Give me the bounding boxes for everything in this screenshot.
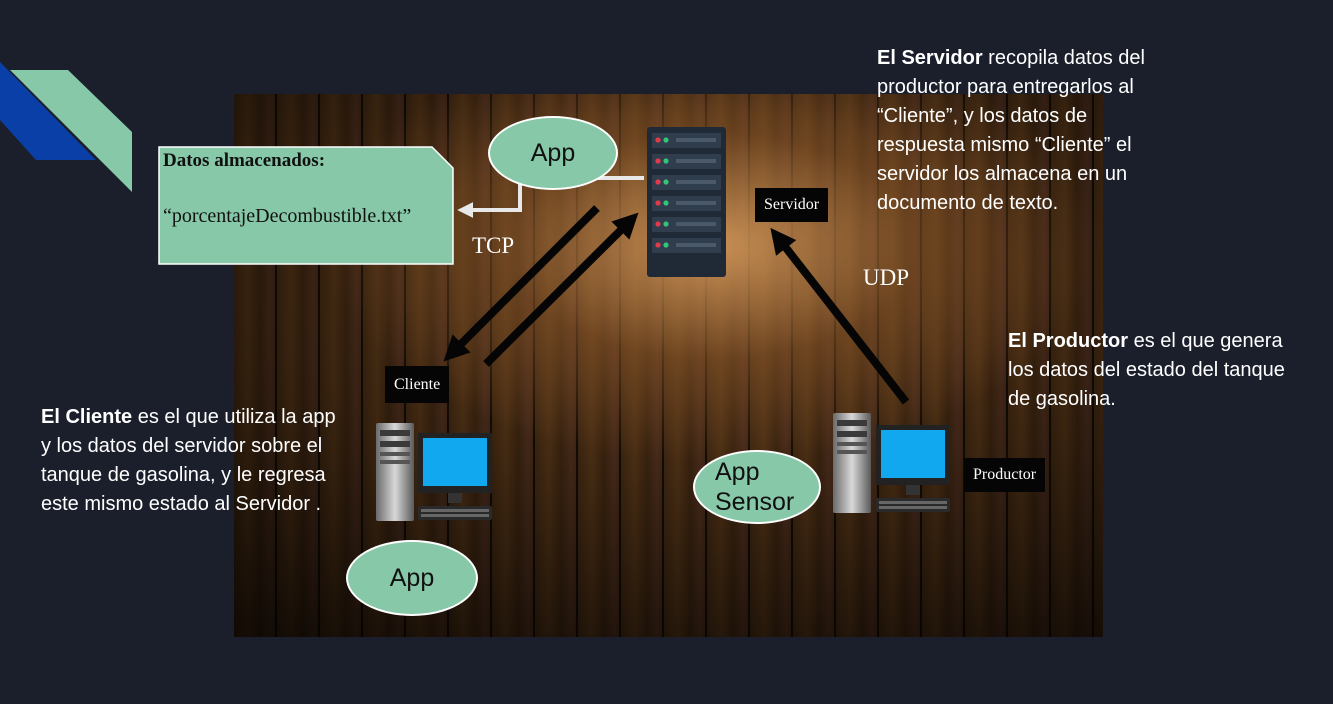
client-computer-icon bbox=[376, 423, 492, 521]
app-sensor-label-line2: Sensor bbox=[715, 488, 795, 516]
corner-decoration bbox=[0, 62, 132, 192]
app-bubble-server-label: App bbox=[530, 139, 576, 167]
app-sensor-bubble: App Sensor bbox=[693, 450, 821, 524]
producer-computer-icon bbox=[833, 413, 950, 513]
servidor-description-title: El Servidor bbox=[877, 47, 983, 69]
cliente-description-title: El Cliente bbox=[41, 406, 133, 428]
app-bubble-server: App bbox=[488, 116, 618, 190]
productor-tag: Productor bbox=[964, 458, 1046, 492]
cliente-tag: Cliente bbox=[385, 366, 450, 403]
tcp-arrow-to-server bbox=[483, 212, 639, 367]
note-filename: “porcentajeDecombustible.txt” bbox=[163, 205, 412, 227]
storage-note bbox=[158, 146, 454, 265]
app-sensor-label-line1: App bbox=[715, 458, 760, 486]
udp-label: UDP bbox=[863, 265, 910, 290]
productor-description-title: El Productor bbox=[1008, 330, 1129, 352]
servidor-description: El Servidor recopila datos del productor… bbox=[877, 44, 1167, 218]
cliente-description: El Cliente es el que utiliza la app y lo… bbox=[41, 403, 336, 519]
tcp-arrow-to-client bbox=[443, 205, 600, 362]
note-title: Datos almacenados: bbox=[163, 150, 326, 171]
tcp-label: TCP bbox=[472, 233, 515, 258]
udp-arrow-to-server bbox=[770, 227, 910, 405]
app-bubble-client-label: App bbox=[389, 564, 435, 592]
server-rack-icon bbox=[647, 127, 726, 277]
servidor-description-body: recopila datos del productor para entreg… bbox=[877, 47, 1145, 214]
cliente-description-body: es el que utiliza la app y los datos del… bbox=[41, 406, 336, 515]
app-bubble-client: App bbox=[346, 540, 478, 616]
productor-description-body: es el que genera los datos del estado de… bbox=[1008, 330, 1285, 410]
servidor-tag: Servidor bbox=[755, 188, 829, 222]
productor-description: El Productor es el que genera los datos … bbox=[1008, 327, 1298, 414]
